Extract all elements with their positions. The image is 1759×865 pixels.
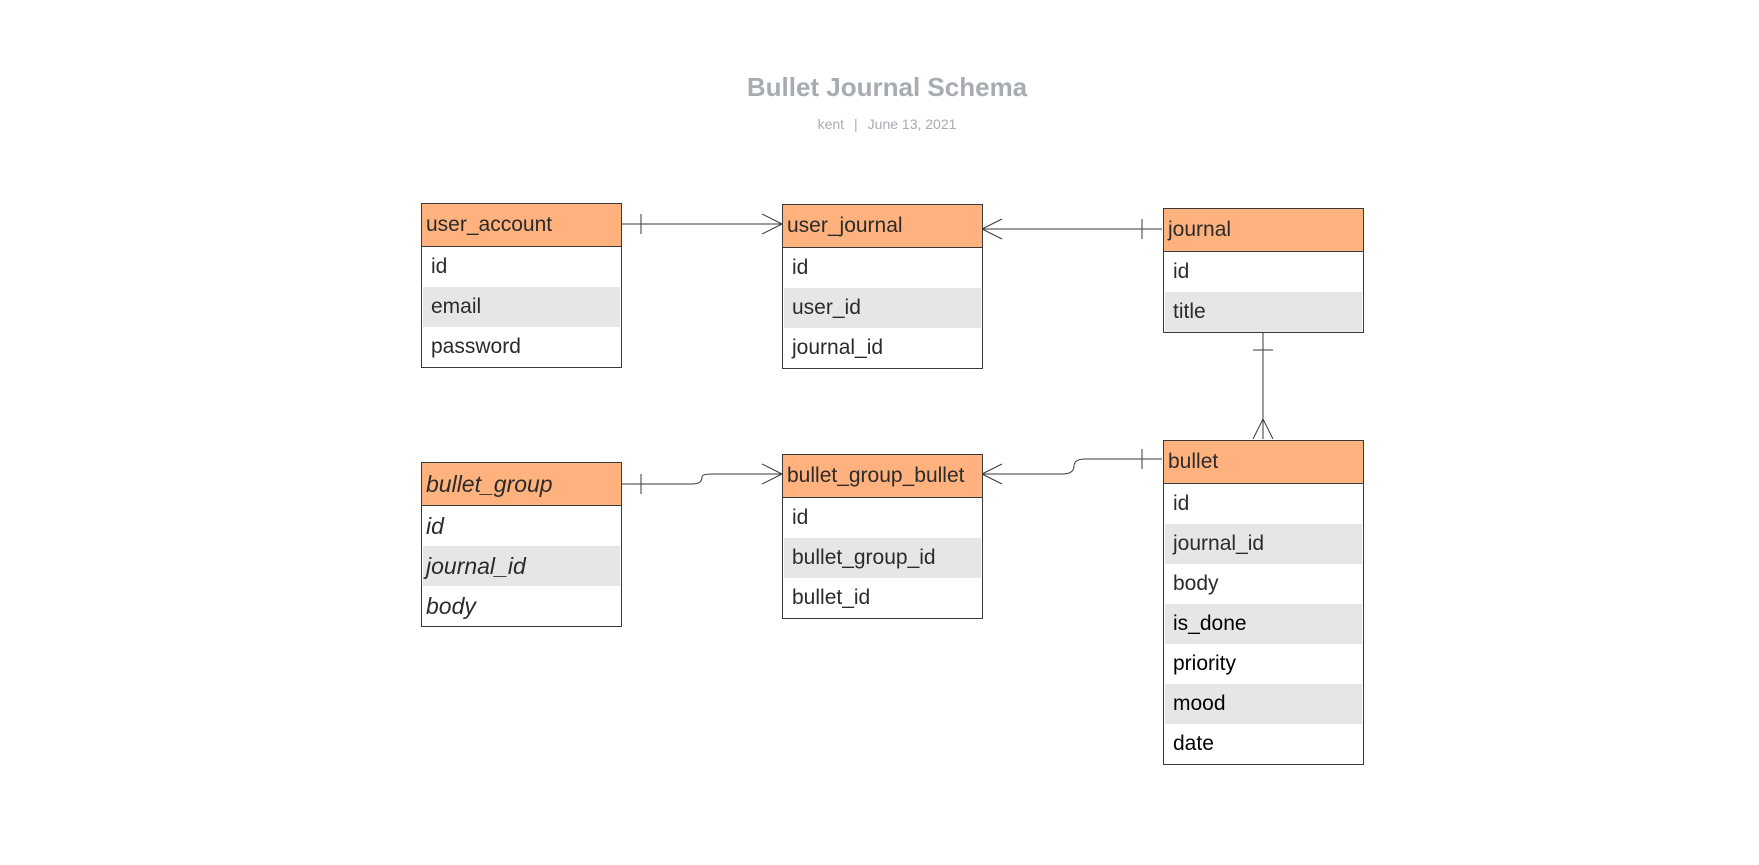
field-email: email xyxy=(423,287,620,327)
entity-user-journal[interactable]: user_journal id user_id journal_id xyxy=(782,204,983,369)
diagram-title: Bullet Journal Schema xyxy=(746,72,1028,102)
field-id: id xyxy=(431,255,448,278)
field-journal-id: journal_id xyxy=(792,336,884,359)
rel-user-account-user-journal xyxy=(622,213,783,235)
entity-journal[interactable]: journal id title xyxy=(1163,208,1364,333)
field-date: date xyxy=(1173,732,1214,755)
entity-user-journal-name: user_journal xyxy=(783,205,982,248)
field-password: password xyxy=(431,335,521,358)
field-id: id xyxy=(1173,260,1190,283)
field-priority: priority xyxy=(1173,652,1237,675)
field-body: body xyxy=(426,593,476,619)
author-label: kent xyxy=(817,116,845,132)
field-id: id xyxy=(792,256,809,279)
entity-bullet-group[interactable]: bullet_group id journal_id body xyxy=(421,462,622,627)
field-body: body xyxy=(1173,572,1219,595)
field-id: id xyxy=(426,513,444,539)
entity-bullet-group-bullet-name: bullet_group_bullet xyxy=(783,455,982,498)
field-journal-id: journal_id xyxy=(423,546,620,586)
entity-bullet-group-name: bullet_group xyxy=(422,463,621,506)
field-bullet-id: bullet_id xyxy=(792,586,871,609)
field-title: title xyxy=(1165,292,1362,332)
rel-bullet-group-bullet-bullet xyxy=(981,449,1162,485)
field-user-id: user_id xyxy=(784,288,981,328)
entity-user-account-name: user_account xyxy=(422,204,621,247)
entity-bullet-name: bullet xyxy=(1164,441,1363,484)
rel-user-journal-journal xyxy=(981,218,1162,240)
field-is-done: is_done xyxy=(1165,604,1362,644)
field-id: id xyxy=(792,506,809,529)
diagram-meta: kent | June 13, 2021 xyxy=(0,116,1759,132)
entity-user-account[interactable]: user_account id email password xyxy=(421,203,622,368)
field-bullet-group-id: bullet_group_id xyxy=(784,538,981,578)
field-mood: mood xyxy=(1165,684,1362,724)
rel-journal-bullet xyxy=(1252,330,1274,440)
rel-bullet-group-bullet-group-bullet xyxy=(622,463,783,494)
meta-separator: | xyxy=(854,116,858,132)
entity-journal-name: journal xyxy=(1164,209,1363,252)
entity-bullet[interactable]: bullet id journal_id body is_done priori… xyxy=(1163,440,1364,765)
date-label: June 13, 2021 xyxy=(867,116,957,132)
entity-bullet-group-bullet[interactable]: bullet_group_bullet id bullet_group_id b… xyxy=(782,454,983,619)
field-journal-id: journal_id xyxy=(1165,524,1362,564)
field-id: id xyxy=(1173,492,1190,515)
